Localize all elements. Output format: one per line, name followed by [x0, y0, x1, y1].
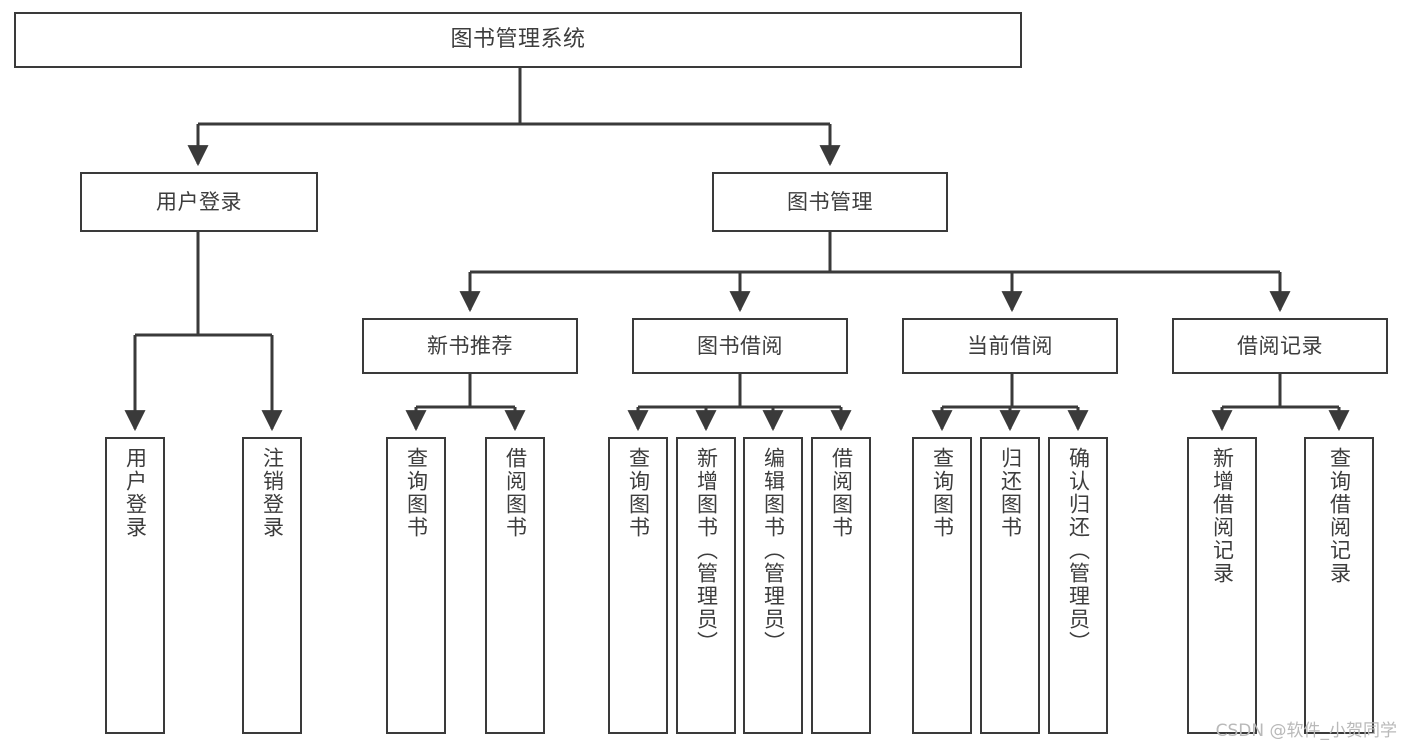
node-label: 新书推荐: [427, 333, 513, 358]
leaf-new-books-query[interactable]: 查询图书: [386, 437, 446, 734]
node-label: 归还图书: [998, 447, 1023, 539]
leaf-current-query-book[interactable]: 查询图书: [912, 437, 972, 734]
node-label: 查询图书: [404, 447, 429, 539]
leaf-borrow-query-book[interactable]: 查询图书: [608, 437, 668, 734]
leaf-current-return-book[interactable]: 归还图书: [980, 437, 1040, 734]
node-book-management[interactable]: 图书管理: [712, 172, 948, 232]
node-label: 借阅图书: [503, 447, 528, 539]
leaf-records-add-record[interactable]: 新增借阅记录: [1187, 437, 1257, 734]
node-borrow-records[interactable]: 借阅记录: [1172, 318, 1388, 374]
node-label: 查询图书: [930, 447, 955, 539]
node-label: 用户登录: [156, 189, 242, 214]
leaf-new-books-borrow[interactable]: 借阅图书: [485, 437, 545, 734]
node-new-book-recommend[interactable]: 新书推荐: [362, 318, 578, 374]
leaf-borrow-add-book-admin[interactable]: 新增图书（管理员）: [676, 437, 736, 734]
csdn-watermark: CSDN @软件_小贺同学: [1215, 721, 1397, 741]
leaf-current-confirm-return-admin[interactable]: 确认归还（管理员）: [1048, 437, 1108, 734]
node-label: 编辑图书（管理员）: [761, 447, 786, 654]
node-label: 新增图书（管理员）: [694, 447, 719, 654]
node-label: 查询图书: [626, 447, 651, 539]
node-current-borrow[interactable]: 当前借阅: [902, 318, 1118, 374]
leaf-records-query-record[interactable]: 查询借阅记录: [1304, 437, 1374, 734]
leaf-borrow-borrow-book[interactable]: 借阅图书: [811, 437, 871, 734]
node-root-system[interactable]: 图书管理系统: [14, 12, 1022, 68]
node-label: 当前借阅: [967, 333, 1053, 358]
node-label: 图书管理: [787, 189, 873, 214]
node-label: 用户登录: [123, 447, 148, 539]
node-label: 图书管理系统: [450, 27, 586, 53]
node-label: 新增借阅记录: [1210, 447, 1235, 585]
node-user-login[interactable]: 用户登录: [80, 172, 318, 232]
node-label: 借阅记录: [1237, 333, 1323, 358]
node-label: 注销登录: [260, 447, 285, 539]
node-label: 确认归还（管理员）: [1066, 447, 1091, 654]
node-label: 图书借阅: [697, 333, 783, 358]
leaf-borrow-edit-book-admin[interactable]: 编辑图书（管理员）: [743, 437, 803, 734]
leaf-user-login-signin[interactable]: 用户登录: [105, 437, 165, 734]
node-book-borrow[interactable]: 图书借阅: [632, 318, 848, 374]
node-label: 借阅图书: [829, 447, 854, 539]
leaf-user-login-signout[interactable]: 注销登录: [242, 437, 302, 734]
node-label: 查询借阅记录: [1327, 447, 1352, 585]
